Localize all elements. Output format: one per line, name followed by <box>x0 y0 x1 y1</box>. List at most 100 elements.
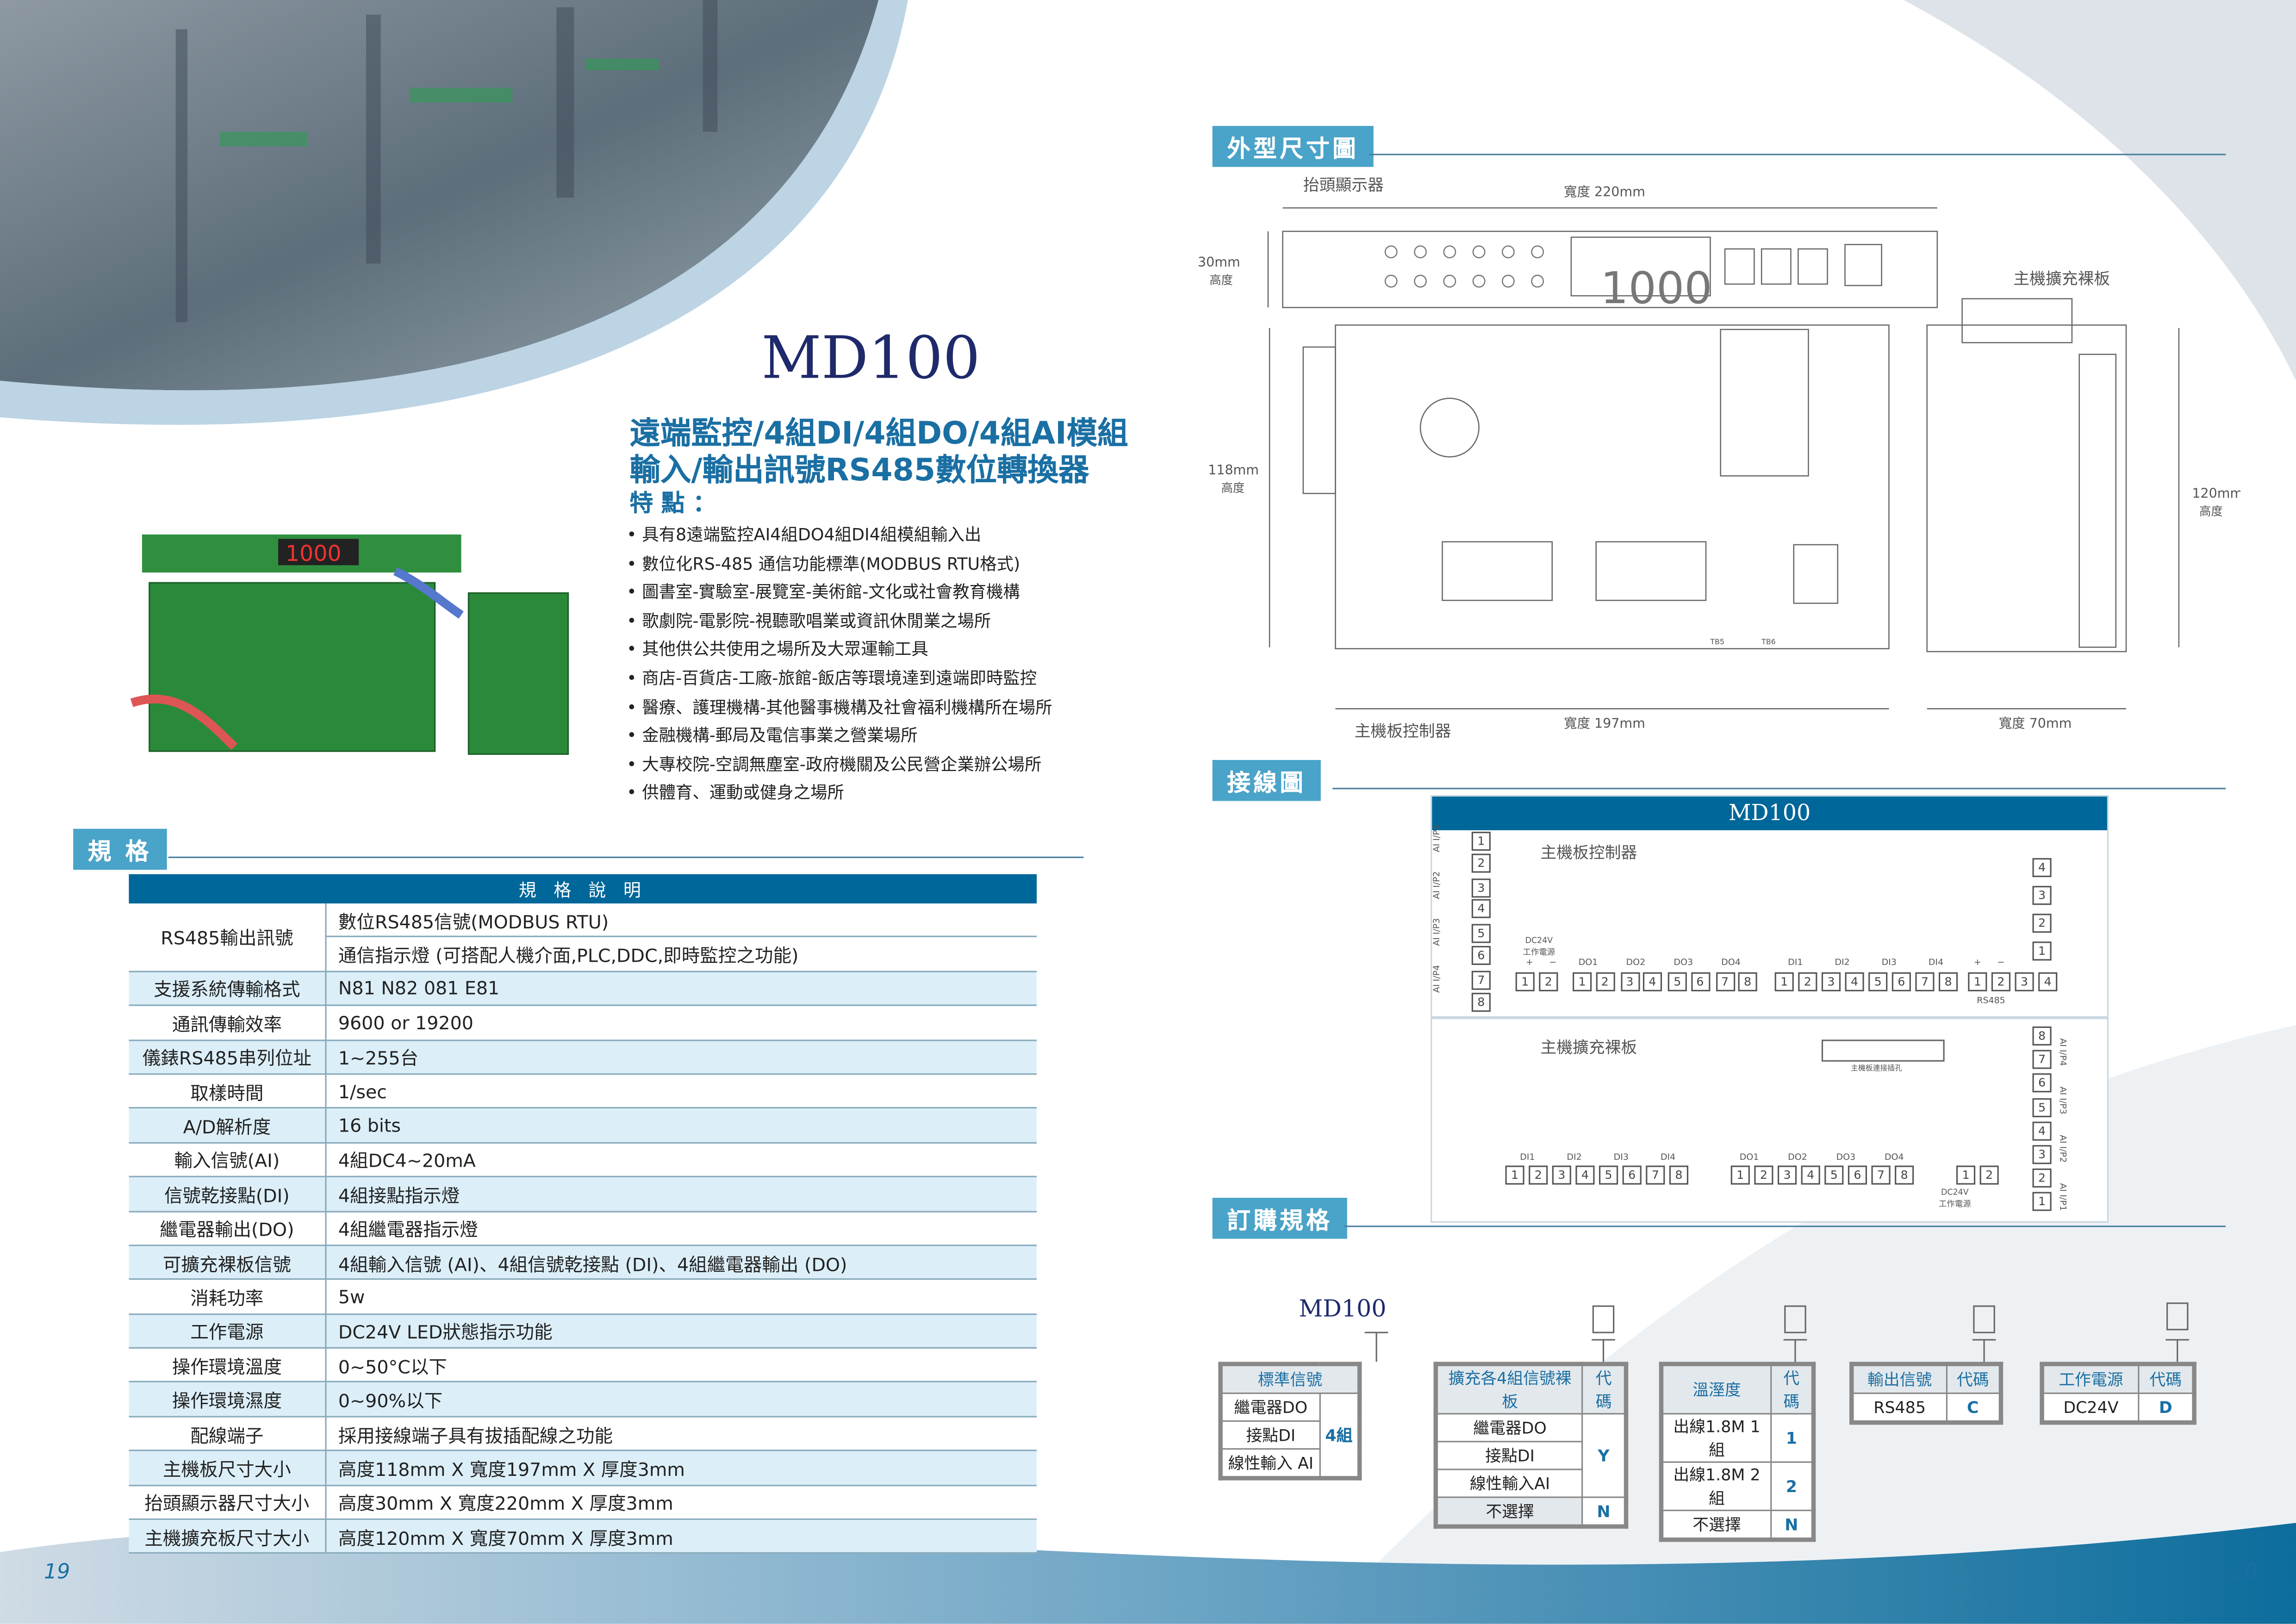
spec-value: 數位RS485信號(MODBUS RTU) <box>325 903 1037 938</box>
terminal-group-label: DI4 <box>1928 958 1944 968</box>
features-label: 特 點 ： <box>629 489 716 517</box>
terminal-group-label: AI I/P2 <box>1432 871 1443 899</box>
terminal: 7 <box>2032 1050 2052 1070</box>
order-code: C <box>1945 1392 2002 1424</box>
display-height-label: 30mm <box>1198 255 1240 270</box>
section-tab-dimensions: 外型尺寸圖 <box>1212 126 1374 167</box>
feature-item: 數位化RS-485 通信功能標準(MODBUS RTU格式) <box>627 550 1052 579</box>
terminal-group-label: AI I/P2 <box>2057 1135 2068 1163</box>
section-tab-spec: 規 格 <box>73 828 167 870</box>
terminal: 1 <box>2032 941 2052 961</box>
divider <box>168 856 1084 859</box>
spec-value: 4組輸入信號 (AI)、4組信號乾接點 (DI)、4組繼電器輸出 (DO) <box>325 1245 1037 1281</box>
terminal: 8 <box>1669 1165 1688 1185</box>
spec-value: 4組繼電器指示燈 <box>325 1211 1037 1246</box>
terminal: 2 <box>1539 972 1558 991</box>
order-item: 線性輸入AI <box>1435 1468 1584 1498</box>
terminal: 2 <box>1798 972 1817 991</box>
divider <box>1332 788 2226 790</box>
terminal: 6 <box>1622 1165 1642 1185</box>
expansion-width-label: 寬度 70mm <box>1999 716 2072 731</box>
terminal: 6 <box>1471 946 1491 965</box>
terminal: 5 <box>1868 972 1888 991</box>
spec-key: 消耗功率 <box>129 1279 327 1315</box>
spec-key: 取樣時間 <box>129 1074 327 1109</box>
terminal-group-label: AI I/P4 <box>2057 1038 2068 1066</box>
spec-value: 高度30mm X 寬度220mm X 厚度3mm <box>325 1485 1037 1520</box>
terminal: 8 <box>1471 992 1491 1011</box>
spec-value: 16 bits <box>325 1108 1037 1144</box>
product-display-digits: 1000 <box>286 541 342 566</box>
terminal: 4 <box>1643 972 1662 991</box>
spec-value: 5w <box>325 1279 1037 1315</box>
spec-row: 抬頭顯示器尺寸大小高度30mm X 寬度220mm X 厚度3mm <box>129 1485 1037 1520</box>
terminal: 5 <box>1471 924 1491 944</box>
terminal-group-label: DI4 <box>1660 1152 1676 1163</box>
feature-item: 歌劇院-電影院-視聽歌唱業或資訊休閒業之場所 <box>627 607 1052 636</box>
rs485-label: RS485 <box>1977 996 2005 1006</box>
terminal: 4 <box>2032 1121 2052 1141</box>
feature-item: 醫療、護理機構-其他醫事機構及社會福利機構所在場所 <box>627 693 1052 722</box>
spec-row: 主機擴充板尺寸大小高度120mm X 寬度70mm X 厚度3mm <box>129 1519 1037 1555</box>
order-item: RS485 <box>1851 1392 1947 1424</box>
order-header: 輸出信號 <box>1851 1363 1947 1394</box>
display-width-label: 寬度 220mm <box>1564 184 1645 199</box>
terminal: 2 <box>1979 1165 1999 1185</box>
spec-key: 儀錶RS485串列位址 <box>129 1039 327 1075</box>
terminal: 6 <box>1690 972 1710 991</box>
order-code: D <box>2138 1392 2195 1424</box>
spec-key: 工作電源 <box>129 1313 327 1349</box>
spec-value: N81 N82 081 E81 <box>325 971 1037 1007</box>
height-word: 高度 <box>1209 274 1233 287</box>
spec-key: 支援系統傳輸格式 <box>129 971 327 1007</box>
order-header: 標準信號 <box>1220 1363 1361 1394</box>
terminal: 8 <box>2032 1026 2052 1046</box>
terminal: 4 <box>1575 1165 1595 1185</box>
spec-value: 採用接線端子具有拔插配線之功能 <box>325 1416 1037 1452</box>
main-board-label: 主機板控制器 <box>1355 722 1451 740</box>
order-model: MD100 <box>1299 1294 1387 1323</box>
height-word: 高度 <box>1221 481 1245 495</box>
divider <box>1344 1226 2226 1227</box>
product-subtitle-line2: 輸入/輸出訊號RS485數位轉換器 <box>629 452 1089 488</box>
display-digits: 1000 <box>1600 263 1712 314</box>
order-item: 不選擇 <box>1435 1496 1584 1527</box>
section-tab-ordering: 訂購規格 <box>1212 1198 1347 1239</box>
terminal: 1 <box>1968 972 1987 991</box>
terminal: 3 <box>1777 1165 1797 1185</box>
spec-row: 輸入信號(AI)4組DC4~20mA <box>129 1142 1037 1178</box>
order-item: 不選擇 <box>1660 1509 1772 1541</box>
terminal: 8 <box>1939 972 1958 991</box>
expansion-board-label: 主機擴充裸板 <box>2013 270 2110 288</box>
technician-photo <box>0 0 879 391</box>
terminal: 7 <box>1471 971 1491 990</box>
terminal: 1 <box>1515 972 1535 991</box>
product-subtitle-line1: 遠端監控/4組DI/4組DO/4組AI模組 <box>629 416 1128 451</box>
terminal: 2 <box>1754 1165 1773 1185</box>
terminal-group-label: − <box>1549 958 1557 968</box>
terminal: 3 <box>2015 972 2034 991</box>
terminal: 4 <box>1845 972 1864 991</box>
spec-key: 配線端子 <box>129 1416 327 1452</box>
order-item: 接點DI <box>1220 1420 1320 1450</box>
expansion-board-label: 主機擴充裸板 <box>1540 1038 1637 1058</box>
terminal: 7 <box>1715 972 1735 991</box>
connector-label: 主機板連接插孔 <box>1851 1064 1902 1074</box>
terminal-group-label: DO1 <box>1578 958 1598 968</box>
product-image: 1000 <box>130 534 569 755</box>
order-item: 繼電器DO <box>1220 1392 1320 1422</box>
order-item: 出線1.8M 1組 <box>1660 1413 1772 1463</box>
spec-key: 信號乾接點(DI) <box>129 1176 327 1212</box>
order-code-header: 代碼 <box>1770 1363 1815 1415</box>
main-board-label: 主機板控制器 <box>1540 843 1637 863</box>
terminal-group-label: DI1 <box>1520 1152 1535 1163</box>
terminal: 7 <box>1915 972 1935 991</box>
spec-key: 主機擴充板尺寸大小 <box>129 1519 327 1555</box>
terminal: 8 <box>1738 972 1757 991</box>
